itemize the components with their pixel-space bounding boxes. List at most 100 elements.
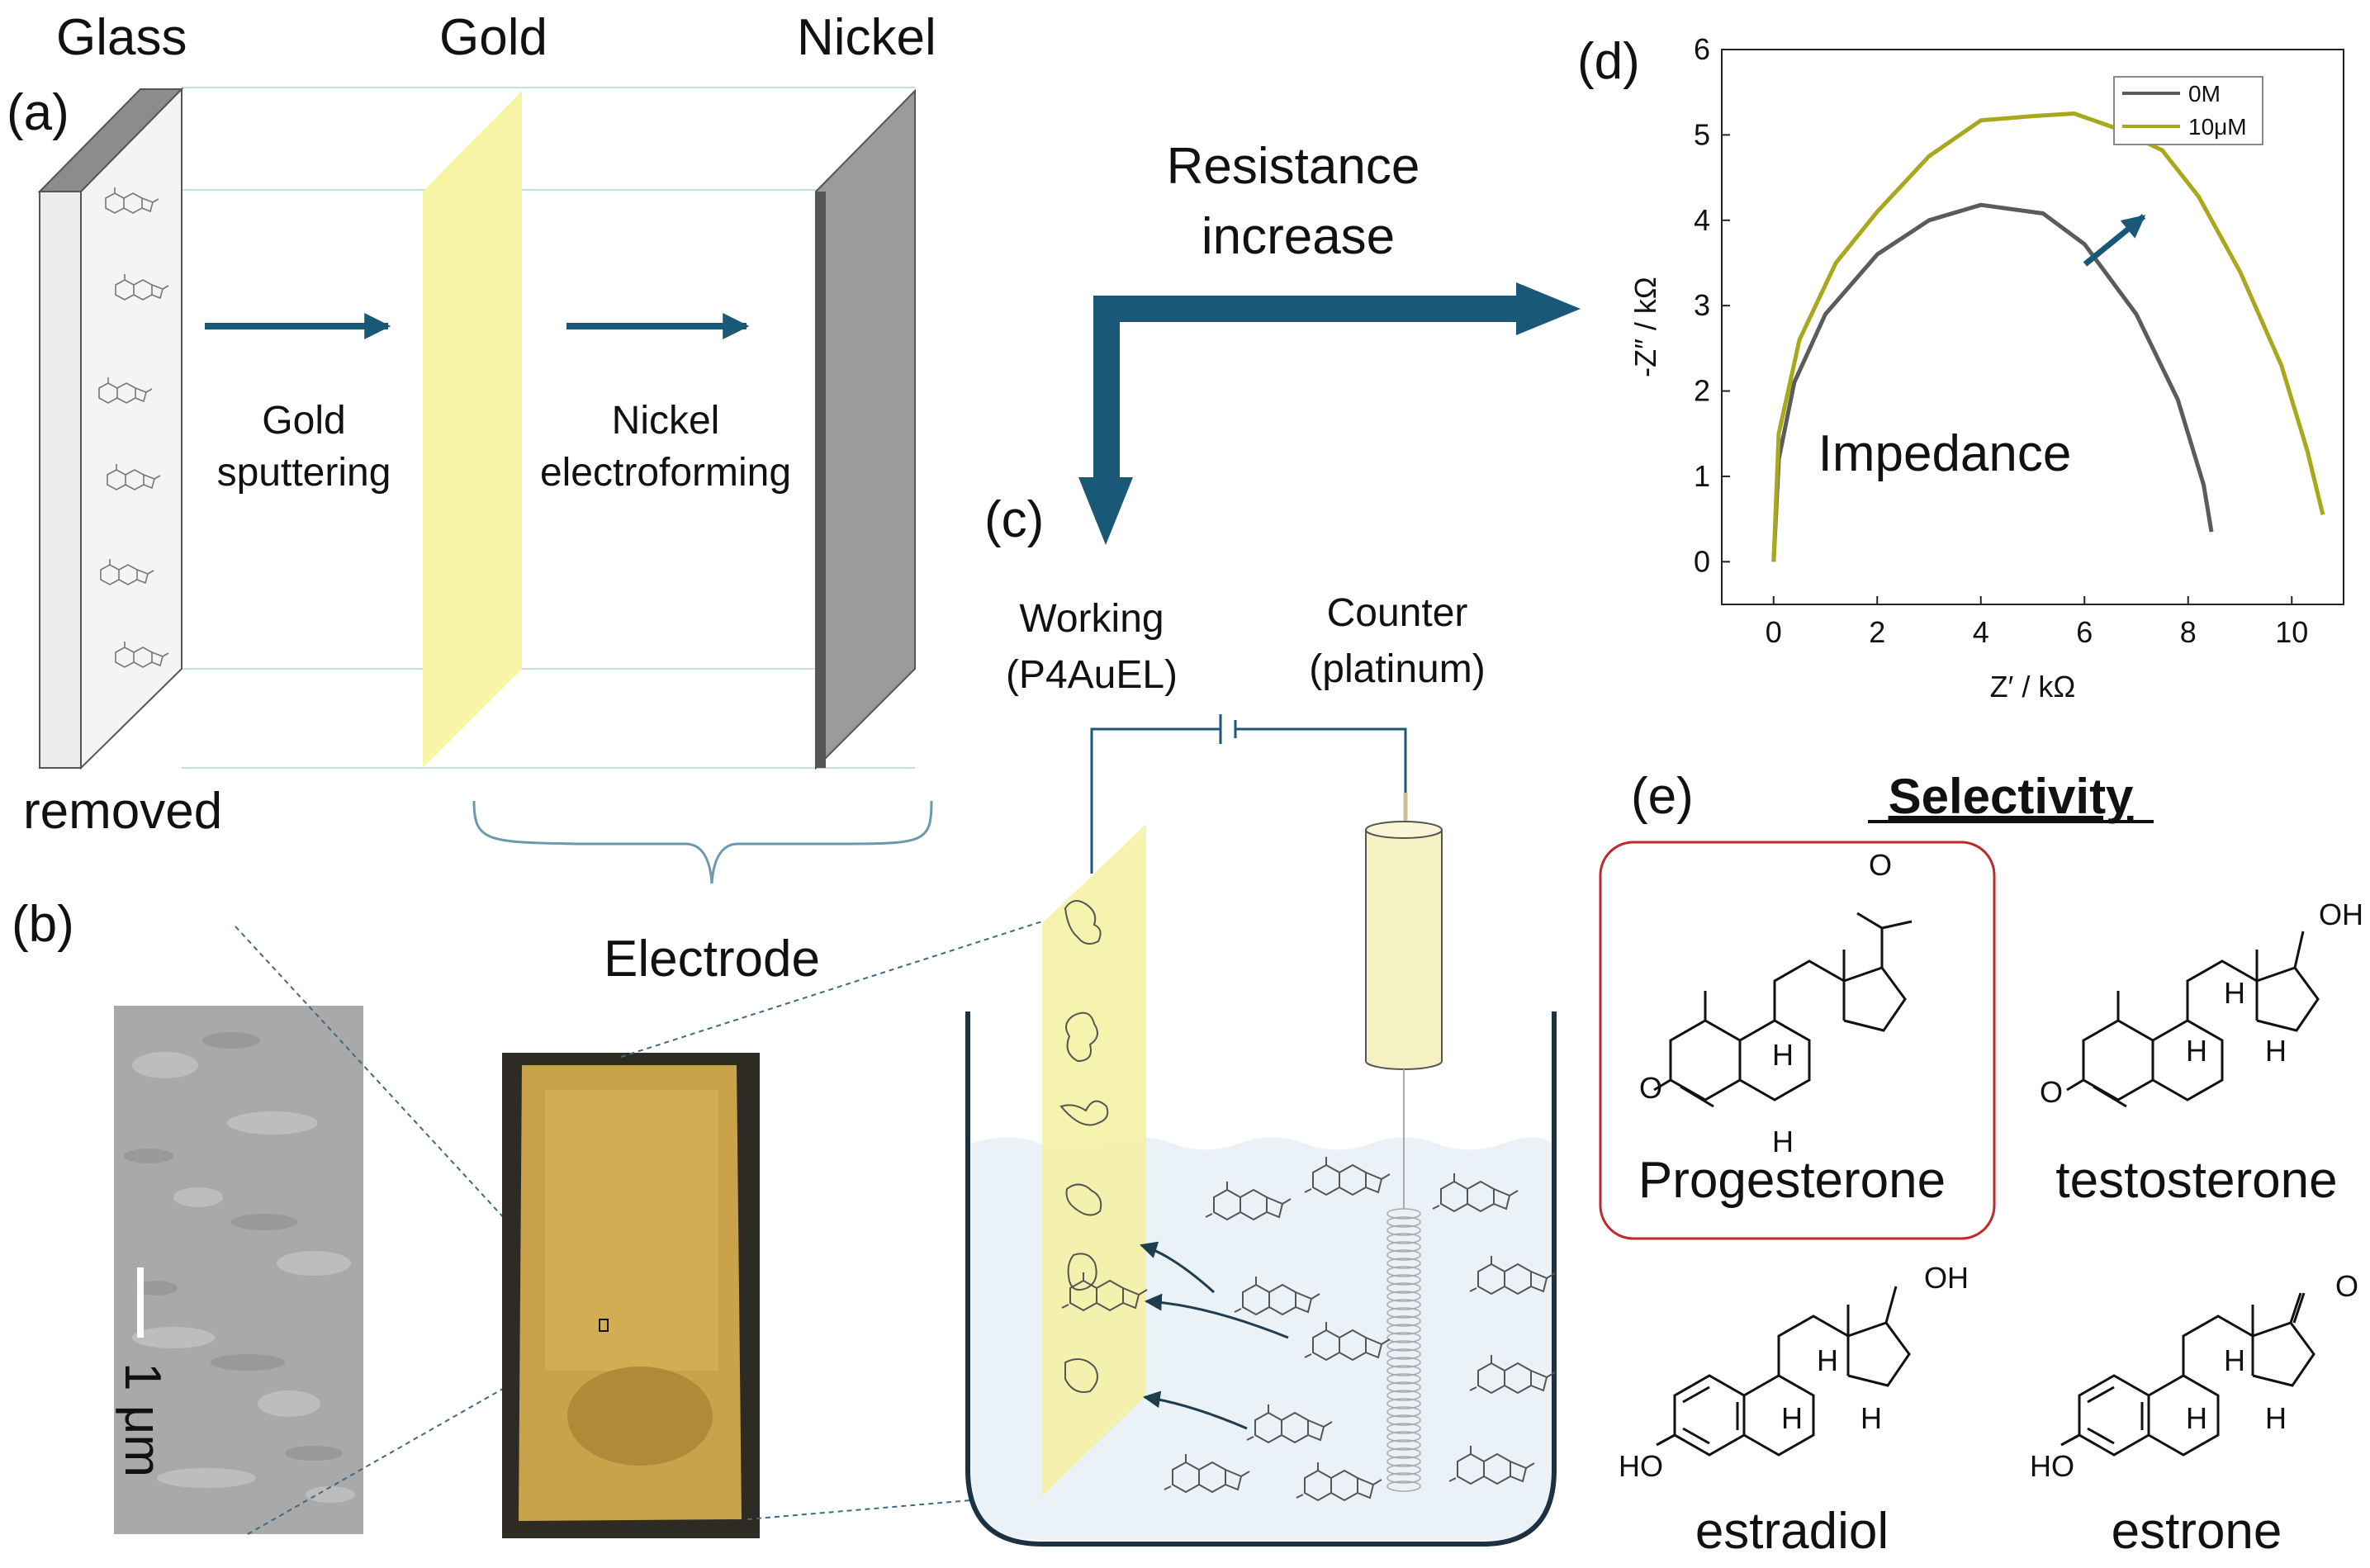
electrode-light-region	[545, 1090, 718, 1371]
estradiol-h8: H	[1817, 1343, 1838, 1377]
y-tick-label: 0	[1694, 544, 1710, 578]
y-tick-label: 1	[1694, 459, 1710, 493]
panel-letter-d: (d)	[1577, 33, 1640, 90]
flow-label-line1: Resistance	[1167, 138, 1420, 195]
nickel-layer	[815, 88, 916, 770]
platinum-coil	[1386, 1208, 1421, 1492]
estrone-h14: H	[2265, 1401, 2287, 1435]
selectivity-title: Selectivity	[1889, 769, 2134, 824]
progesterone-h8: H	[1772, 1038, 1794, 1072]
glass-layer	[37, 87, 184, 770]
estrone-h9: H	[2186, 1401, 2207, 1435]
electrode-label: Electrode	[604, 931, 820, 988]
estrone-ho: HO	[2030, 1449, 2074, 1483]
y-tick-label: 6	[1694, 32, 1710, 66]
sem-texture	[132, 1052, 355, 1503]
testosterone-h14: H	[2265, 1034, 2287, 1068]
panel-e: (e) Selectivity O O H H Progesterone	[1599, 768, 2363, 1560]
x-tick-label: 10	[2275, 615, 2308, 649]
estradiol-h9: H	[1781, 1401, 1803, 1435]
testosterone-h8: H	[2224, 976, 2245, 1010]
label-gold: Gold	[439, 9, 547, 66]
working-electrode-label-line1: Working	[1019, 597, 1164, 641]
photo-to-cell-line-upper	[620, 920, 1045, 1058]
testosterone-oh: OH	[2319, 898, 2363, 931]
binding-arrows	[1139, 1241, 1289, 1430]
panel-a: Glass Gold Nickel (a)	[7, 9, 936, 988]
layer-stack-outline	[182, 87, 915, 769]
estradiol-structure	[1656, 1286, 1911, 1457]
legend-box	[2113, 76, 2263, 145]
increase-arrow	[2083, 214, 2146, 267]
label-glass: Glass	[56, 9, 187, 66]
flow-label-line2: increase	[1202, 208, 1395, 265]
counter-electrode-label-line2: (platinum)	[1309, 647, 1485, 691]
step1-line2: sputtering	[217, 451, 391, 495]
step1-line1: Gold	[262, 399, 345, 443]
progesterone-ketone-o: O	[1639, 1071, 1662, 1105]
counter-electrode	[1365, 793, 1443, 1210]
estrone-h8: H	[2224, 1343, 2245, 1377]
counter-electrode-label-line1: Counter	[1327, 591, 1468, 635]
x-tick-label: 2	[1869, 615, 1885, 649]
panel-letter-a: (a)	[7, 84, 69, 141]
molecule-name-estrone: estrone	[2112, 1503, 2282, 1560]
y-tick-label: 4	[1694, 203, 1710, 237]
progesterone-structure	[1653, 912, 1913, 1108]
panel-letter-e: (e)	[1631, 768, 1694, 825]
series-line-0M	[1771, 202, 2214, 562]
photo-to-cell-line-lower	[747, 1494, 1040, 1520]
step2-line2: electroforming	[540, 451, 791, 495]
glass-removed-note: removed	[23, 783, 222, 840]
working-electrode	[1042, 824, 1146, 1496]
testosterone-h9: H	[2186, 1034, 2207, 1068]
beaker	[965, 1011, 1557, 1547]
y-axis-label: -Z″ / kΩ	[1628, 277, 1662, 377]
electrode-dark-spot	[567, 1367, 713, 1466]
label-nickel: Nickel	[797, 9, 936, 66]
estradiol-oh: OH	[1924, 1261, 1969, 1295]
flow-arrow	[1078, 282, 1581, 545]
legend-entry-10uM: 10μM	[2188, 114, 2247, 140]
scale-bar-label: 1 μm	[114, 1362, 171, 1477]
y-tick-label: 3	[1694, 288, 1710, 322]
imprinted-cavities	[1059, 900, 1109, 1393]
molecule-name-estradiol: estradiol	[1695, 1503, 1889, 1560]
x-tick-label: 6	[2076, 615, 2093, 649]
progesterone-acetyl-o: O	[1869, 848, 1892, 882]
step2-line1: Nickel	[612, 399, 720, 443]
panel-letter-b: (b)	[12, 896, 74, 953]
panel-b: (b) 1 μm	[12, 896, 1045, 1538]
molecule-name-progesterone: Progesterone	[1638, 1152, 1946, 1209]
panel-letter-c: (c)	[984, 491, 1044, 548]
legend-entry-0M: 0M	[2188, 81, 2221, 107]
impedance-annotation: Impedance	[1818, 425, 2072, 482]
x-tick-label: 8	[2180, 615, 2197, 649]
x-tick-label: 4	[1973, 615, 1989, 649]
gold-layer	[423, 91, 522, 768]
chart-frame	[1721, 49, 2344, 605]
estradiol-h14: H	[1860, 1401, 1882, 1435]
estrone-structure	[2060, 1292, 2315, 1457]
circuit-wire	[1090, 714, 1407, 874]
legend: 0M 10μM	[2113, 76, 2263, 145]
progesterone-h9: H	[1772, 1125, 1794, 1158]
sem-texture-dark	[124, 1032, 343, 1461]
estrone-ketone-o: O	[2335, 1269, 2358, 1303]
panel-c: (c) Working (P4AuEL) Counter (platinum)	[965, 491, 1557, 1547]
working-electrode-label-line2: (P4AuEL)	[1006, 653, 1178, 697]
testosterone-structure	[2066, 931, 2320, 1108]
estradiol-ho: HO	[1619, 1449, 1663, 1483]
x-axis-label: Z′ / kΩ	[1990, 670, 2076, 703]
x-tick-label: 0	[1766, 615, 1782, 649]
sem-location-marker	[599, 1319, 609, 1332]
series-line-10uM	[1771, 111, 2325, 562]
y-tick-label: 2	[1694, 374, 1710, 408]
molecule-name-testosterone: testosterone	[2055, 1152, 2337, 1209]
progesterone-highlight	[1599, 841, 1996, 1240]
testosterone-ketone-o: O	[2040, 1075, 2063, 1109]
